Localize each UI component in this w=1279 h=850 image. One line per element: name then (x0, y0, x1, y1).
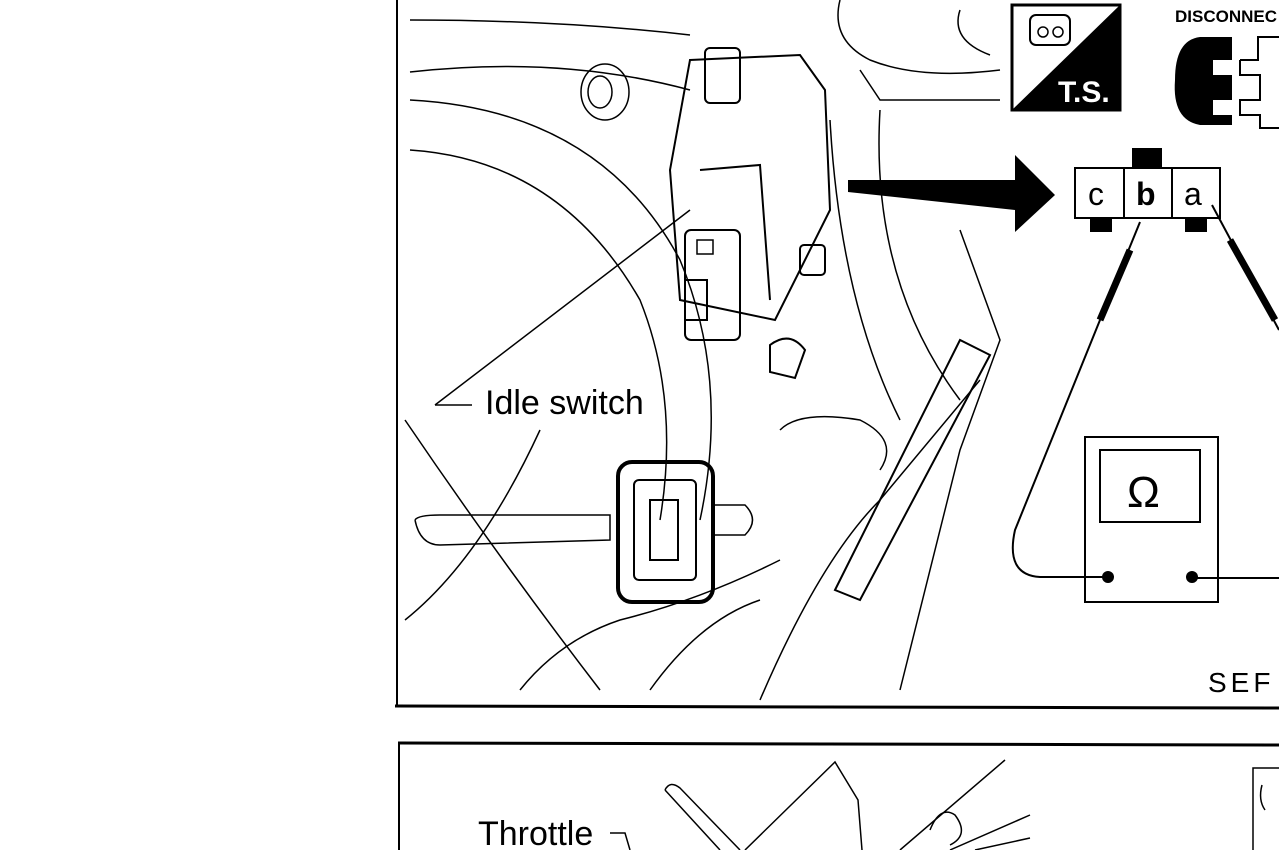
throttle-body-drawing (404, 0, 1001, 701)
connector-icon (1029, 14, 1071, 46)
figure-code: SEF (1208, 667, 1274, 698)
ts-badge-text: T.S. (1058, 76, 1110, 109)
throttle-drawing (610, 759, 1031, 850)
harness-connector (616, 460, 715, 604)
arrow-icon (848, 155, 1055, 232)
throttle-label: Throttle (478, 815, 593, 850)
ohm-symbol: Ω (1127, 468, 1160, 517)
ohmmeter (1084, 436, 1219, 603)
disconnect-label: DISCONNEC (1175, 7, 1277, 26)
idle-switch-label: Idle switch (485, 384, 644, 422)
terminal-connector (1074, 148, 1221, 232)
idle-switch-sensor (668, 47, 832, 380)
top-figure-frame (394, 0, 1279, 710)
idle-switch-leader (434, 209, 691, 406)
terminal-a: a (1184, 176, 1202, 212)
bottom-figure-frame (397, 741, 1279, 850)
ts-badge (1010, 3, 1122, 112)
disconnect-icon (1174, 36, 1279, 129)
terminal-c: c (1088, 176, 1104, 212)
terminal-b: b (1136, 176, 1156, 212)
ohmmeter-leads (1011, 204, 1279, 579)
